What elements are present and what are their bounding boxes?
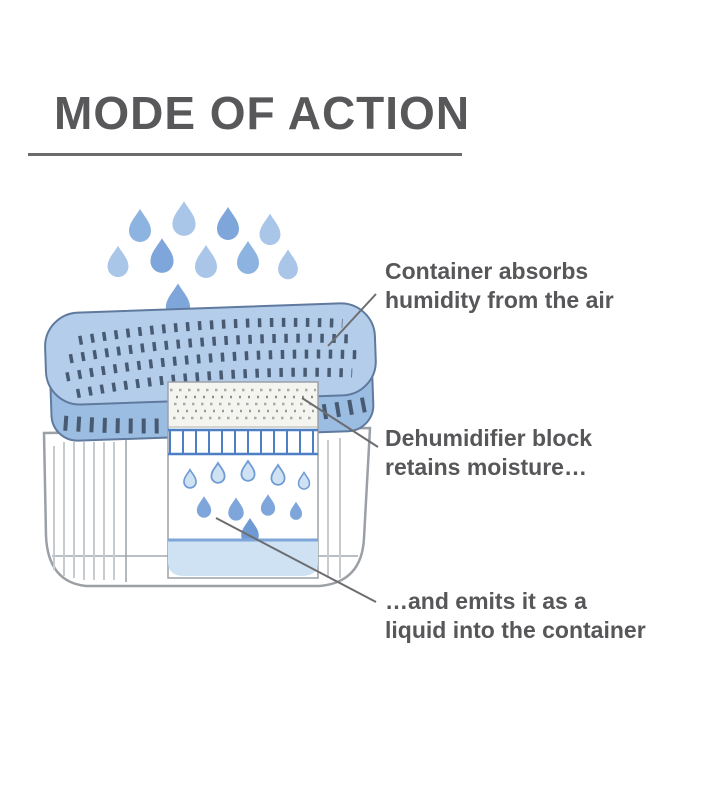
water-droplet-icon: [150, 238, 174, 273]
water-droplet-icon: [129, 209, 151, 242]
annotation-liquid: …and emits it as a liquid into the conta…: [385, 587, 646, 646]
annotation-block: Dehumidifier block retains moisture…: [385, 424, 592, 483]
annotation-liquid-line2: liquid into the container: [385, 617, 646, 644]
cutaway-interior: [167, 381, 319, 579]
water-droplet-icon: [237, 241, 259, 274]
title-underline: [28, 153, 462, 156]
annotation-liquid-line1: …and emits it as a: [385, 588, 587, 614]
water-droplet-icon: [195, 245, 217, 278]
water-droplet-icon: [217, 207, 239, 240]
lid-top-slots: [65, 317, 360, 399]
annotation-humidity: Container absorbs humidity from the air: [385, 257, 614, 316]
liquid-pool: [168, 538, 318, 576]
dehumidifier-illustration: [42, 201, 377, 588]
water-droplet-icon: [259, 213, 281, 246]
water-droplet-icon: [278, 249, 298, 280]
page-title: MODE OF ACTION: [54, 87, 471, 139]
annotation-block-line1: Dehumidifier block: [385, 425, 593, 451]
dehumidifier-block: [169, 383, 317, 428]
annotation-block-line2: retains moisture…: [385, 454, 587, 481]
annotation-humidity-line2: humidity from the air: [385, 287, 614, 314]
falling-water-droplets: [107, 201, 298, 320]
water-droplet-icon: [172, 201, 196, 236]
water-droplet-icon: [107, 245, 129, 278]
annotation-humidity-line1: Container absorbs: [385, 258, 589, 284]
